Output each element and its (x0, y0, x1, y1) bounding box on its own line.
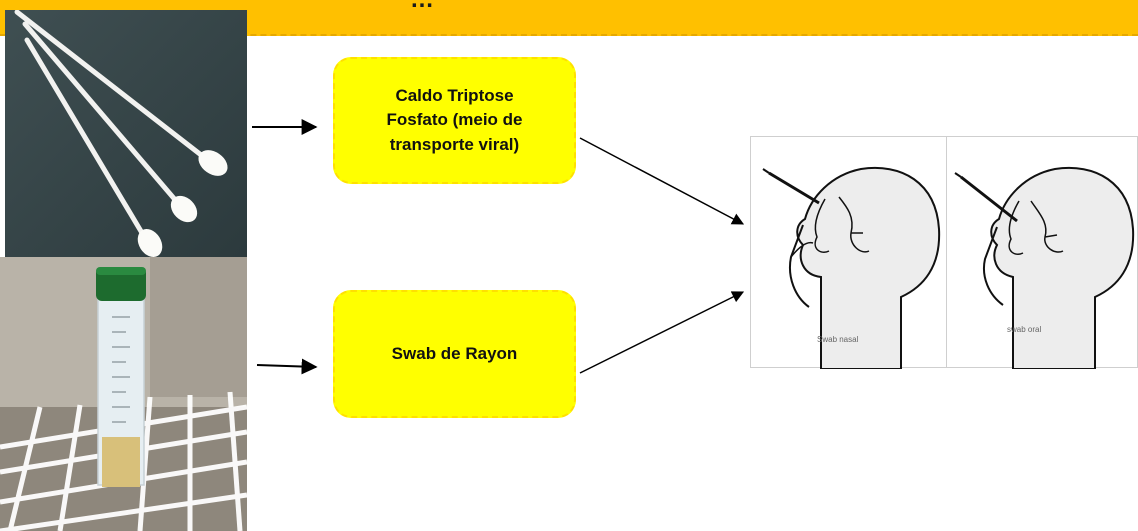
nasal-swab-illustration (762, 167, 941, 369)
caldo-line-3: transporte viral) (389, 134, 520, 154)
swab-rayon-label: Swab de Rayon (391, 343, 518, 363)
nasal-swab-panel: Swab nasal (751, 137, 947, 369)
nasal-swab-caption: Swab nasal (817, 335, 859, 344)
arrow-swab-to-diagram (579, 291, 745, 374)
oral-swab-panel: swab oral (947, 137, 1138, 369)
collection-tube-photo (0, 257, 247, 531)
caldo-line-1: Caldo Triptose (395, 85, 514, 105)
banner-text: … (410, 0, 434, 14)
swab-rayon-box: Swab de Rayon (333, 290, 576, 418)
caldo-line-2: Fosfato (meio de (386, 110, 523, 130)
arrow-tube-to-swab (256, 358, 318, 375)
cotton-swabs-photo (5, 10, 247, 257)
oral-swab-caption: swab oral (1007, 325, 1042, 334)
caldo-triptose-box: Caldo Triptose Fosfato (meio de transpor… (333, 57, 576, 184)
arrow-caldo-to-diagram (579, 137, 745, 225)
swab-collection-diagram: Swab nasal swab oral (750, 136, 1138, 369)
oral-swab-illustration (954, 167, 1135, 369)
